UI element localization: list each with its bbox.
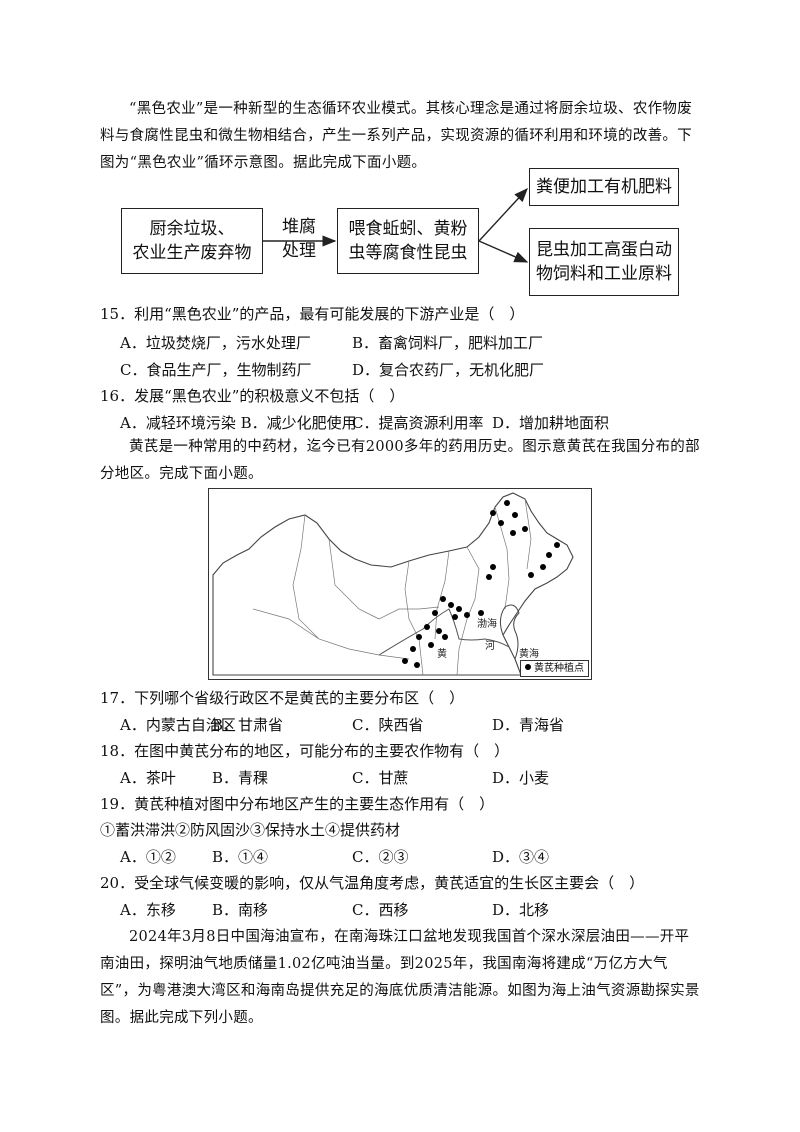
q19-option-c[interactable]: C．②③ (352, 848, 409, 866)
question-16-stem: 16．发展“黑色农业”的积极意义不包括（ ） (100, 387, 405, 405)
q16-option-d[interactable]: D．增加耕地面积 (492, 414, 610, 432)
flow-box-insects: 喂食蚯蚓、黄粉 虫等腐食性昆虫 (337, 208, 479, 274)
q18-option-a[interactable]: A．茶叶 (120, 769, 176, 787)
astragalus-distribution-map: 渤海 河 黄 黄海 黄芪种植点 (208, 488, 592, 680)
q20-option-b[interactable]: B．南移 (212, 901, 269, 919)
flow-box-insects-line2: 虫等腐食性昆虫 (348, 243, 468, 263)
q15-option-b[interactable]: B．畜禽饲料厂，肥料加工厂 (352, 334, 544, 352)
coastline (499, 604, 520, 660)
q17-option-c[interactable]: C．陕西省 (352, 716, 424, 734)
q15-option-c[interactable]: C．食品生产厂，生物制药厂 (120, 361, 312, 379)
q18-option-c[interactable]: C．甘蔗 (352, 769, 409, 787)
map-label-he: 河 (485, 641, 495, 652)
legend-dot-icon (525, 664, 531, 670)
flow-box-fertilizer: 粪便加工有机肥料 (529, 168, 679, 206)
q16-option-ab[interactable]: A．减轻环境污染 B．减少化肥使用 (120, 414, 357, 432)
q15-option-d[interactable]: D．复合农药厂，无机化肥厂 (352, 361, 545, 379)
flow-box-input: 厨余垃圾、 农业生产废弃物 (121, 208, 263, 274)
passage-black-agriculture: “黑色农业”是一种新型的生态循环农业模式。其核心理念是通过将厨余垃圾、农作物废料… (100, 101, 693, 171)
map-label-bohai: 渤海 (477, 619, 497, 630)
q18-option-b[interactable]: B．青稞 (212, 769, 269, 787)
q16-option-c[interactable]: C．提高资源利用率 (352, 414, 484, 432)
flow-box-input-line1: 厨余垃圾、 (149, 219, 235, 239)
q20-option-c[interactable]: C．西移 (352, 901, 409, 919)
question-19-stem: 19．黄芪种植对图中分布地区产生的主要生态作用有（ ） (100, 795, 495, 813)
flow-arrow-label-line2: 处理 (282, 241, 316, 261)
map-label-huanghai: 黄海 (519, 649, 539, 660)
flow-arrow-down (478, 240, 529, 263)
flow-box-fertilizer-text: 粪便加工有机肥料 (536, 177, 672, 197)
astragalus-points (402, 500, 560, 668)
q20-option-d[interactable]: D．北移 (492, 901, 550, 919)
q15-option-a[interactable]: A．垃圾焚烧厂，污水处理厂 (120, 334, 311, 352)
q19-option-d[interactable]: D．③④ (492, 848, 550, 866)
q17-option-b[interactable]: B．甘肃省 (212, 716, 284, 734)
q17-option-a[interactable]: A．内蒙古自治区 (120, 716, 236, 734)
flow-box-input-line2: 农业生产废弃物 (132, 243, 252, 263)
passage-astragalus: 黄芪是一种常用的中药材，迄今已有2000多年的药用历史。图示意黄芪在我国分布的部… (100, 439, 700, 482)
q17-option-d[interactable]: D．青海省 (492, 716, 565, 734)
map-legend: 黄芪种植点 (520, 660, 589, 677)
flow-arrow-up (478, 187, 528, 242)
passage-offshore-oil: 2024年3月8日中国海油宣布，在南海珠江口盆地发现我国首个深水深层油田——开平… (100, 929, 700, 1026)
flow-box-insects-line1: 喂食蚯蚓、黄粉 (348, 219, 468, 239)
question-15-stem: 15．利用“黑色农业”的产品，最有可能发展的下游产业是（ ） (100, 305, 525, 323)
q19-option-b[interactable]: B．①④ (212, 848, 269, 866)
legend-label: 黄芪种植点 (534, 663, 584, 674)
question-19-items: ①蓄洪滞洪②防风固沙③保持水土④提供药材 (100, 821, 401, 839)
q18-option-d[interactable]: D．小麦 (492, 769, 550, 787)
flow-box-feed: 昆虫加工高蛋白动 物饲料和工业原料 (529, 228, 679, 296)
question-20-stem: 20．受全球气候变暖的影响，仅从气温角度考虑，黄芪适宜的生长区主要会（ ） (100, 874, 645, 892)
map-label-huang: 黄 (437, 649, 447, 660)
question-18-stem: 18．在图中黄芪分布的地区，可能分布的主要农作物有（ ） (100, 742, 510, 760)
flow-box-feed-line2: 物饲料和工业原料 (536, 264, 672, 284)
question-17-stem: 17．下列哪个省级行政区不是黄芪的主要分布区（ ） (100, 689, 465, 707)
q20-option-a[interactable]: A．东移 (120, 901, 176, 919)
yellow-river (378, 608, 510, 656)
flow-box-feed-line1: 昆虫加工高蛋白动 (536, 240, 672, 260)
china-map-svg (212, 492, 574, 676)
flow-arrow-label: 堆腐 处理 (266, 215, 332, 263)
province-lines (252, 498, 532, 676)
q19-option-a[interactable]: A．①② (120, 848, 176, 866)
flow-arrow-label-line1: 堆腐 (282, 217, 316, 237)
